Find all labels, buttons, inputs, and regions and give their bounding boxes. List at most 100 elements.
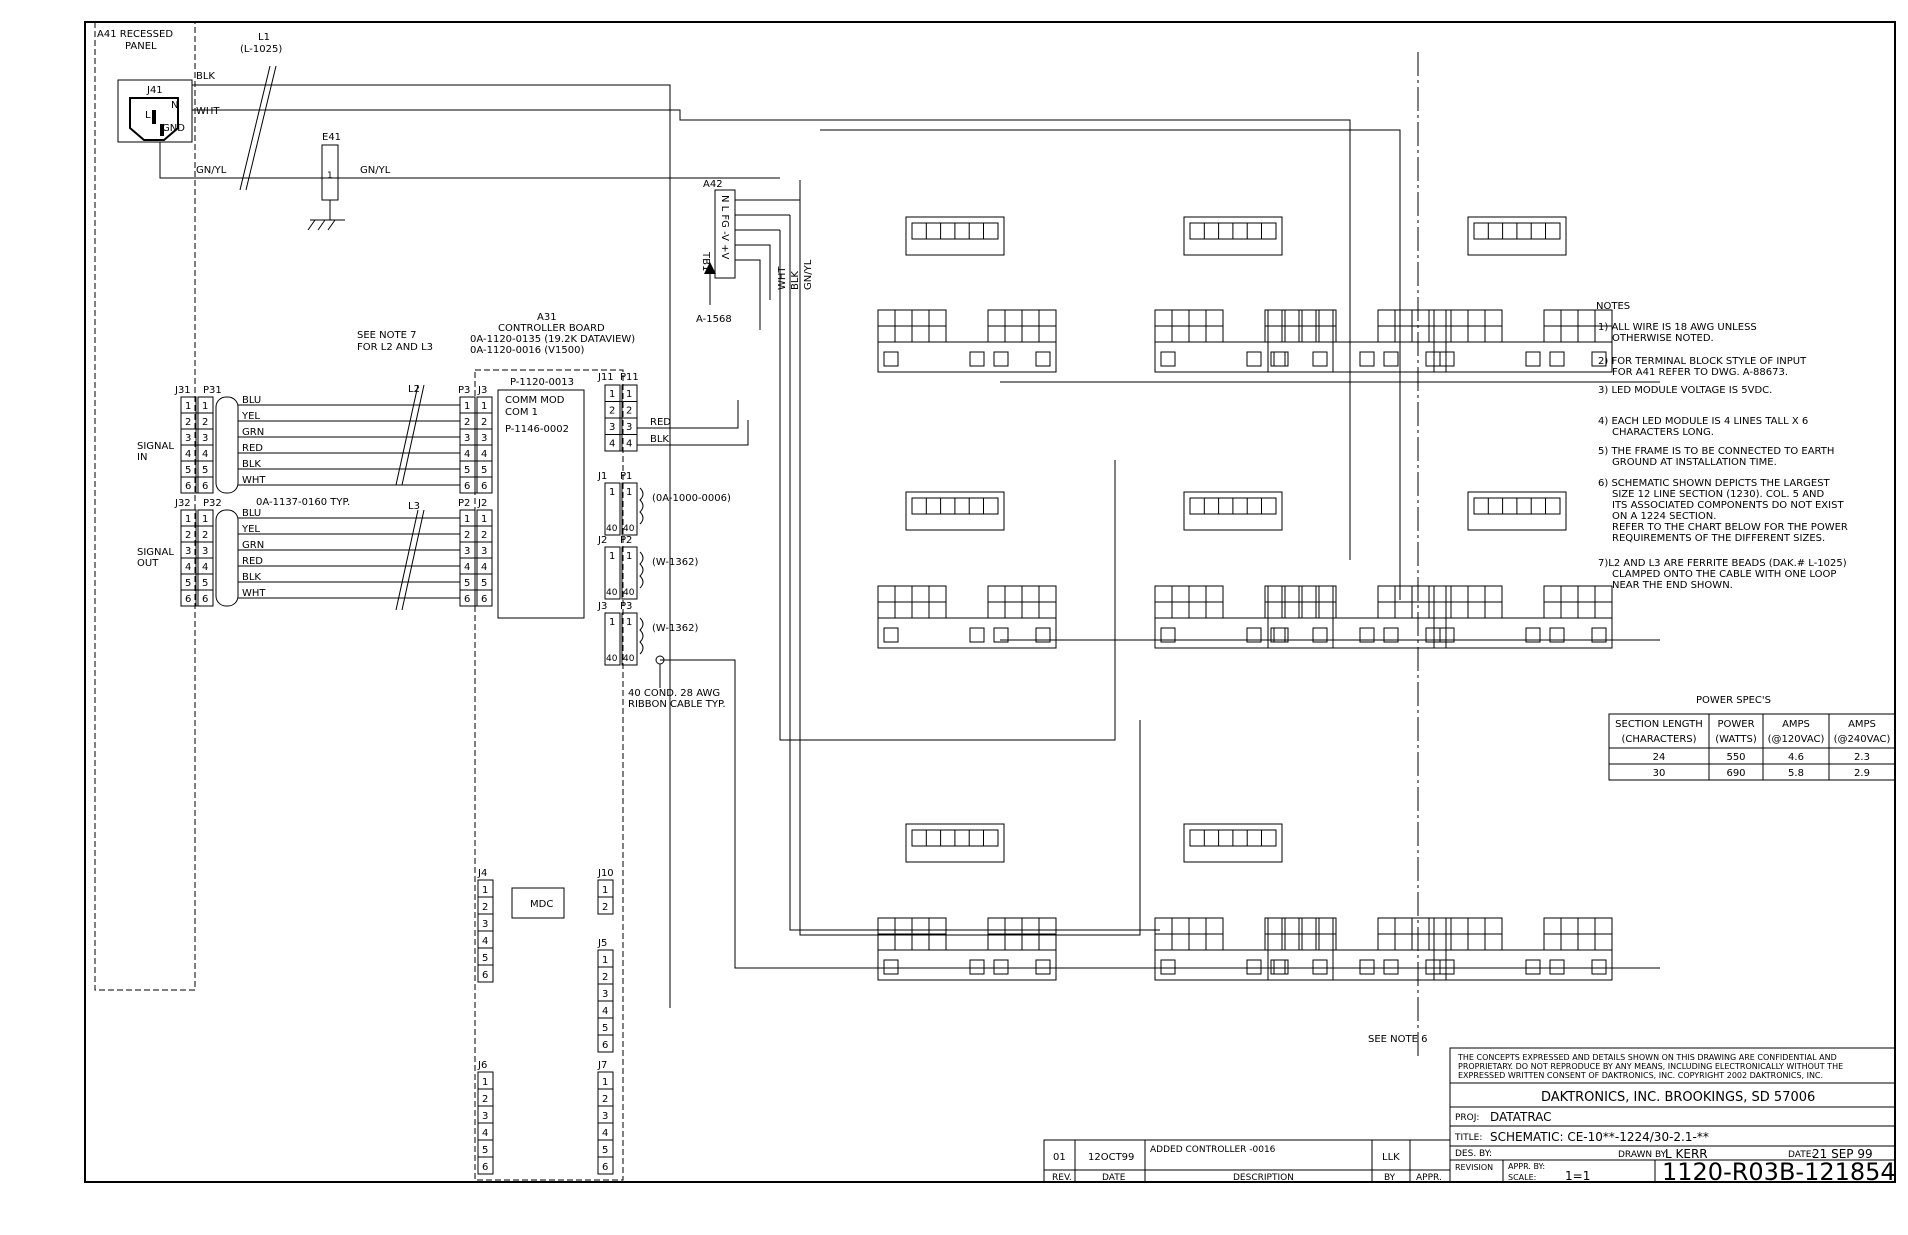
- j7-pin: 1: [602, 1077, 608, 1088]
- j11-pin: 4: [609, 439, 615, 450]
- j1-plug-label: P1: [620, 471, 632, 482]
- note-n3-line: 3) LED MODULE VOLTAGE IS 5VDC.: [1598, 385, 1772, 396]
- note-n6-line: ITS ASSOCIATED COMPONENTS DO NOT EXIST: [1612, 500, 1844, 511]
- signal-in-board-plug-pin: 3: [464, 433, 470, 444]
- signal-out-plug-pin: 5: [202, 578, 208, 589]
- j2-pin-40: 40: [606, 588, 618, 598]
- j2-pin-1: 1: [609, 551, 615, 562]
- signal-in-plug-pin: 5: [202, 465, 208, 476]
- signal-out-board-plug-pin: 5: [464, 578, 470, 589]
- j5-pin: 4: [602, 1006, 608, 1017]
- j4-pin: 2: [482, 902, 488, 913]
- wire-gnyl-label: GN/YL: [196, 165, 227, 176]
- title-label: TITLE:: [1454, 1133, 1482, 1143]
- signal-out-board-jack-pin: 4: [481, 562, 487, 573]
- j7-pin: 3: [602, 1111, 608, 1122]
- e41-term: 1: [327, 171, 333, 181]
- led-module: [1267, 917, 1447, 981]
- title-block: THE CONCEPTS EXPRESSED AND DETAILS SHOWN…: [1449, 1047, 1896, 1186]
- j2-plug-label: P2: [620, 535, 632, 546]
- comm-port-label: COM 1: [505, 407, 538, 418]
- power-header-sub: (@240VAC): [1834, 734, 1891, 745]
- led-module: [1433, 309, 1613, 373]
- signal-out-board-jack-pin: 2: [481, 530, 487, 541]
- j5-pin: 6: [602, 1040, 608, 1051]
- j7-pin: 5: [602, 1145, 608, 1156]
- signal-in-wire-color: BLU: [242, 395, 261, 406]
- led-module: [1154, 309, 1334, 373]
- j2-label: J2: [477, 498, 487, 509]
- module-power-supply: [1183, 491, 1283, 531]
- led-module: [1267, 585, 1447, 649]
- a42-block: A42 N L FG -V +V TB1 A-1568 WHT BLK GN/Y…: [696, 179, 814, 330]
- j3-ribbon-symbol: [639, 617, 644, 655]
- j3-pin-1: 1: [626, 617, 632, 628]
- note-n6-line: SIZE 12 LINE SECTION (1230). COL. 5 AND: [1612, 489, 1825, 500]
- signal-out-jack-pin: 3: [185, 546, 191, 557]
- scale-value: 1=1: [1565, 1169, 1590, 1183]
- signal-in-wire-color: YEL: [241, 411, 260, 422]
- module-power-supply: [905, 823, 1005, 863]
- j2-plug: [621, 546, 638, 600]
- rev-header-appr: APPR.: [1416, 1173, 1442, 1183]
- signal-in-board-plug-pin: 5: [464, 465, 470, 476]
- power-header: POWER: [1717, 719, 1754, 730]
- rev-by: LLK: [1382, 1152, 1400, 1163]
- j5-pin: 3: [602, 989, 608, 1000]
- a31-part-1: 0A-1120-0135 (19.2K DATAVIEW): [470, 334, 635, 345]
- power-cell: 4.6: [1788, 752, 1804, 763]
- date-label: DATE:: [1788, 1150, 1814, 1160]
- signal-out-plug-pin: 6: [202, 594, 208, 605]
- led-module: [1267, 309, 1447, 373]
- signal-in-board-jack-pin: 5: [481, 465, 487, 476]
- j4-pin: 1: [482, 885, 488, 896]
- j11-pin: 3: [609, 422, 615, 433]
- j10-pin: 1: [602, 885, 608, 896]
- e41-ground: E41 1 GN/YL: [307, 132, 391, 231]
- l2-ferrite-symbol: [395, 384, 419, 486]
- j7-pin: 6: [602, 1162, 608, 1173]
- see-note7-line1: SEE NOTE 7: [357, 330, 416, 341]
- signal-out-label-2: OUT: [137, 558, 159, 569]
- led-module: [877, 917, 1057, 981]
- signal-in-jack-pin: 2: [185, 417, 191, 428]
- power-table-frame: [1608, 713, 1896, 781]
- power-spec-table: POWER SPEC'S SECTION LENGTH(CHARACTERS)P…: [1608, 695, 1896, 781]
- appr-by-label: APPR. BY:: [1508, 1162, 1545, 1171]
- signal-in-label-2: IN: [137, 452, 147, 463]
- a42-tb: TB1: [700, 251, 711, 271]
- ribbon-note-2: RIBBON CABLE TYP.: [628, 699, 726, 710]
- signal-out-wire-color: RED: [242, 556, 263, 567]
- ribbon-cable: [659, 659, 975, 969]
- note-n5-line: GROUND AT INSTALLATION TIME.: [1612, 457, 1777, 468]
- revision-label: REVISION: [1455, 1163, 1493, 1172]
- j6-pin: 1: [482, 1077, 488, 1088]
- note-n4-line: 4) EACH LED MODULE IS 4 LINES TALL X 6: [1598, 416, 1808, 427]
- signal-in-label-1: SIGNAL: [137, 441, 174, 452]
- a42-label: A42: [703, 179, 723, 190]
- rev-number: 01: [1053, 1152, 1066, 1163]
- p11-pin: 4: [626, 439, 632, 450]
- note-n7-line: 7)L2 AND L3 ARE FERRITE BEADS (DAK.# L-1…: [1598, 558, 1847, 569]
- led-module: [1433, 917, 1613, 981]
- drawing-date: 21 SEP 99: [1812, 1147, 1873, 1161]
- l2-label: L2: [408, 384, 420, 395]
- note-n7-line: NEAR THE END SHOWN.: [1612, 580, 1733, 591]
- signal-in-jack-pin: 3: [185, 433, 191, 444]
- signal-in-jack-pin: 1: [185, 401, 191, 412]
- signal-out-board-plug-pin: 1: [464, 514, 470, 525]
- signal-out-board-jack-pin: 6: [481, 594, 487, 605]
- power-header-sub: (@120VAC): [1768, 734, 1825, 745]
- j5-label: J5: [597, 938, 607, 949]
- j5-pin: 2: [602, 972, 608, 983]
- j1-jack: [604, 482, 621, 536]
- p11-label: P11: [620, 372, 639, 383]
- power-header-sub: (CHARACTERS): [1621, 734, 1696, 745]
- j5-pin: 5: [602, 1023, 608, 1034]
- j2-jack-label: J2: [597, 535, 607, 546]
- j11-wire-blk: BLK: [650, 434, 669, 445]
- a41-panel: A41 RECESSED PANEL J41 N L GND: [94, 22, 196, 991]
- l3-ferrite-symbol: [395, 509, 419, 611]
- signal-out-board-jack-pin: 3: [481, 546, 487, 557]
- mdc-block: [511, 887, 565, 919]
